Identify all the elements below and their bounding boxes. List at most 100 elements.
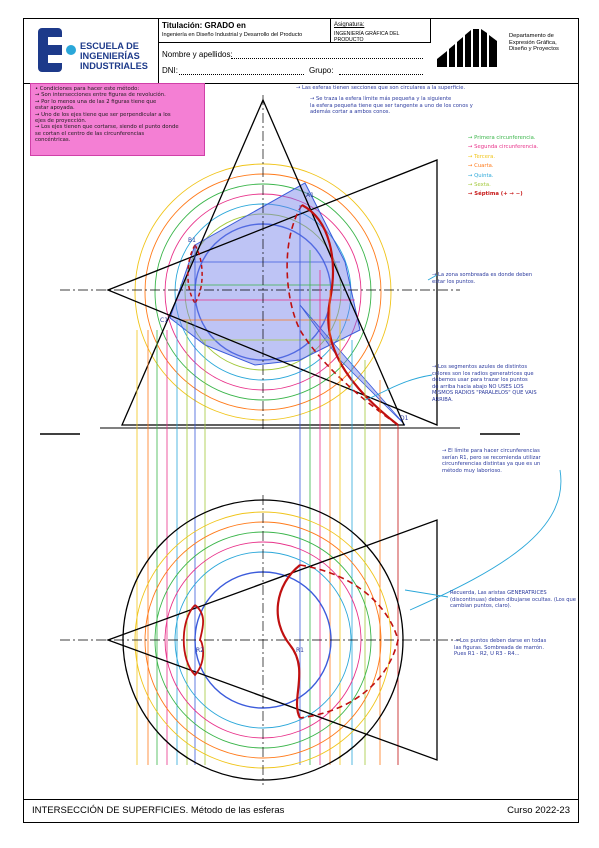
legend-item: → Primera circunferencia. [468, 135, 536, 141]
note-right-5: → Los puntos deben darse en todas las fi… [454, 638, 576, 658]
condition-line: → Uno de los ejes tiene que ser perpendi… [35, 111, 171, 118]
legend-item: → Segunda circunferencia. [468, 144, 539, 151]
note-line: las figuras. Sombreada de marrón. [454, 644, 544, 651]
dept-line-1: Departamento de [509, 33, 554, 39]
legend-item: → Séptima (+ → −) [468, 191, 523, 198]
leader-line [404, 589, 449, 598]
title-block-footer: INTERSECCIÓN DE SUPERFICIES. Método de l… [24, 799, 578, 822]
condition-line: estar apoyada. [35, 105, 75, 112]
condition-line: → Por lo menos una de las 2 figuras tien… [35, 98, 157, 105]
note-line: además cortar a ambos conos. [310, 109, 391, 116]
school-logo-cell: ESCUELA DE INGENIERÍAS INDUSTRIALES [24, 19, 159, 83]
horizontal-cone-plan [106, 519, 438, 761]
school-name: ESCUELA DE INGENIERÍAS INDUSTRIALES [80, 41, 148, 71]
ground-line [40, 427, 520, 435]
note-line: Recuerda, Las aristas GENERATRICES [450, 590, 547, 596]
titulacion-cell: Titulación: GRADO en Ingeniería en Diseñ… [159, 19, 331, 43]
asignatura-cell: Asignatura: INGENIERÍA GRÁFICA DEL PRODU… [331, 19, 431, 43]
condition-line: concéntricas. [35, 137, 71, 144]
note-right-4: Recuerda, Las aristas GENERATRICES (disc… [450, 590, 576, 610]
annotation-leaders [364, 274, 562, 611]
course-year: Curso 2022-23 [507, 805, 570, 816]
elevation-view: A1 B1 C1 D1 [60, 95, 460, 430]
note-line: → Los puntos deben darse en todas [454, 638, 547, 644]
asignatura-value: INGENIERÍA GRÁFICA DEL PRODUCTO [334, 31, 400, 43]
school-logo-icon [38, 28, 76, 72]
note-line: (discontinuas) deben dibujarse ocultas. … [450, 596, 576, 603]
intersection-curve-hidden [286, 204, 399, 426]
label-c1: C1 [160, 317, 168, 324]
school-line-2: INGENIERÍAS [80, 51, 140, 61]
legend-item: → Tercera. [468, 153, 496, 160]
note-line: de arriba hacia abajo NO USES LOS [432, 383, 524, 390]
note-line: estar los puntos. [432, 278, 476, 285]
nombre-field[interactable] [231, 58, 423, 59]
school-line-1: ESCUELA DE [80, 41, 139, 51]
note-line: debemos usar para trazar los puntos [432, 377, 528, 384]
legend-item: → Cuarta. [468, 163, 494, 170]
note-line: cambian puntos, claro). [450, 603, 512, 610]
dept-line-3: Diseño y Proyectos [509, 46, 559, 52]
titulacion-label: Titulación: GRADO en [162, 21, 246, 30]
note-right-3: → El límite para hacer circunferencias s… [442, 448, 574, 474]
note-top-2: → Se traza la esfera límite más pequeña … [310, 96, 580, 116]
dni-field[interactable] [179, 74, 304, 75]
condition-line: ejes de proyección. [35, 118, 87, 125]
label-d1: D1 [400, 415, 409, 422]
note-line: → La zona sombreada es donde deben [432, 272, 533, 278]
note-line: ARRIBA. [432, 396, 453, 403]
legend-item: → Quinta. [468, 172, 494, 179]
school-line-3: INDUSTRIALES [80, 61, 148, 71]
legend-item: → Sexta. [468, 182, 491, 189]
sphere-color-legend: → Primera circunferencia. → Segunda circ… [468, 134, 538, 200]
horizontal-cone-outline [106, 159, 438, 426]
label-r1: R1 [296, 647, 304, 654]
note-line: serían R1, pero se recomienda utilizar [442, 454, 541, 461]
grupo-label: Grupo: [309, 66, 334, 75]
dept-line-2: Expresión Gráfica, [509, 39, 557, 46]
parallel-lines [175, 261, 355, 341]
department-name: Departamento de Expresión Gráfica, Diseñ… [509, 33, 559, 53]
nombre-label: Nombre y apellidos: [162, 50, 233, 59]
plan-view: R1 R2 [60, 495, 460, 785]
department-cell: Departamento de Expresión Gráfica, Diseñ… [431, 19, 578, 83]
grupo-field[interactable] [339, 74, 423, 75]
leader-line [427, 274, 438, 281]
exercise-title: INTERSECCIÓN DE SUPERFICIES. Método de l… [32, 805, 285, 816]
note-line: método muy laborioso. [442, 467, 502, 474]
note-line: la esfera pequeña tiene que ser tangente… [310, 102, 473, 109]
note-line: → El límite para hacer circunferencias [442, 448, 540, 454]
note-line: circunferencias distintas ya que es un [442, 461, 541, 468]
dni-label: DNI: [162, 66, 178, 75]
plan-intersection-hidden [299, 564, 399, 719]
plan-intersection-left [182, 604, 205, 677]
condition-line: se cortan el centro de las circunferenci… [35, 130, 145, 137]
label-a1: A1 [306, 192, 314, 199]
note-line: MISMOS RADIOS "PARALELOS" QUE VAIS [432, 390, 537, 397]
note-line: → Se traza la esfera límite más pequeña … [310, 96, 452, 102]
note-right-1: → La zona sombreada es donde deben estar… [432, 272, 572, 285]
label-b1: B1 [188, 237, 196, 244]
note-top-1: → Las esferas tienen secciones que son c… [296, 85, 466, 91]
plan-intersection-visible [276, 564, 301, 719]
department-logo-icon [437, 29, 497, 67]
condition-line: → Son intersecciones entre figuras de re… [35, 92, 166, 99]
title-block-header: ESCUELA DE INGENIERÍAS INDUSTRIALES Titu… [24, 19, 578, 84]
condition-line: → Los ejes tienen que cortarse, siendo e… [35, 124, 179, 131]
leader-line [364, 374, 433, 401]
condition-line: • Condiciones para hacer este método: [35, 86, 140, 92]
drawing-sheet: ESCUELA DE INGENIERÍAS INDUSTRIALES Titu… [23, 18, 579, 823]
asignatura-label: Asignatura: [334, 22, 365, 28]
conditions-note-box: • Condiciones para hacer este método: → … [30, 83, 205, 156]
note-line: → Los segmentos azules de distintos [432, 364, 528, 370]
note-line: colores son los radios generatrices que [432, 370, 534, 377]
sphere-circle [154, 183, 372, 401]
intersection-curve-left [187, 244, 203, 304]
note-right-2: → Los segmentos azules de distintos colo… [432, 364, 574, 404]
leader-line [409, 469, 562, 611]
dni-row: DNI: Grupo: [159, 62, 431, 82]
titulacion-value: Ingeniería en Diseño Industrial y Desarr… [162, 32, 303, 38]
label-r2: R2 [196, 647, 204, 654]
nombre-row: Nombre y apellidos: [159, 45, 431, 65]
